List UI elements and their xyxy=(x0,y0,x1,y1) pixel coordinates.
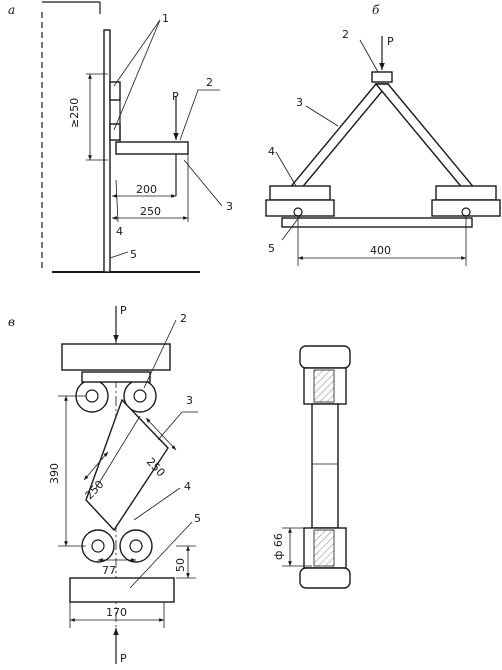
callout-c-3: 3 xyxy=(186,394,193,407)
panel-a: а P ≥250 200 250 1 2 xyxy=(8,1,233,273)
dim-gap-c: 77 xyxy=(102,564,116,577)
top-block-b xyxy=(371,71,393,83)
dim-span-b: 400 xyxy=(370,244,391,257)
load-label-b: P xyxy=(387,35,394,48)
bottom-cap-d xyxy=(299,567,351,589)
top-cap-d xyxy=(299,345,351,369)
dim-width-c: 170 xyxy=(106,606,127,619)
panel-b-letter: б xyxy=(372,3,380,17)
dim-200: 200 xyxy=(136,183,157,196)
callout-a-1: 1 xyxy=(162,12,169,25)
clamp-lower xyxy=(109,123,121,141)
callout-c-2: 2 xyxy=(180,312,187,325)
callout-b-2: 2 xyxy=(342,28,349,41)
panel-a-letter: а xyxy=(8,3,15,17)
callout-c-4: 4 xyxy=(184,480,191,493)
panel-b: б P 400 2 3 4 5 xyxy=(265,3,501,266)
dim-height-a: ≥250 xyxy=(68,98,81,128)
callout-b-3: 3 xyxy=(296,96,303,109)
right-leg-b xyxy=(374,83,478,191)
specimen-plate xyxy=(115,141,189,155)
callout-a-2: 2 xyxy=(206,76,213,89)
load-label-c-top: P xyxy=(120,304,127,317)
callout-a-5: 5 xyxy=(130,248,137,261)
load-label-a: P xyxy=(172,90,179,103)
bottom-plate-c xyxy=(69,577,175,603)
panel-c: в P 250 250 77 390 xyxy=(8,304,201,665)
bottom-bar-b xyxy=(281,217,473,228)
callout-c-5: 5 xyxy=(194,512,201,525)
dim-250: 250 xyxy=(140,205,161,218)
dim-diameter-d: ф 66 xyxy=(272,533,285,560)
post xyxy=(103,29,111,273)
dim-height-c: 390 xyxy=(48,463,61,484)
top-plate-c xyxy=(61,343,171,371)
shaft-d xyxy=(311,403,339,529)
panel-d: ф 66 xyxy=(272,345,351,589)
load-label-c-bottom: P xyxy=(120,652,127,665)
panel-c-letter: в xyxy=(8,315,15,329)
callout-b-4: 4 xyxy=(268,145,275,158)
clamp-upper xyxy=(109,81,121,101)
callout-a-3: 3 xyxy=(226,200,233,213)
dim-50-c: 50 xyxy=(174,558,187,572)
callout-b-5: 5 xyxy=(268,242,275,255)
callout-a-4: 4 xyxy=(116,225,123,238)
left-leg-b xyxy=(286,83,390,191)
